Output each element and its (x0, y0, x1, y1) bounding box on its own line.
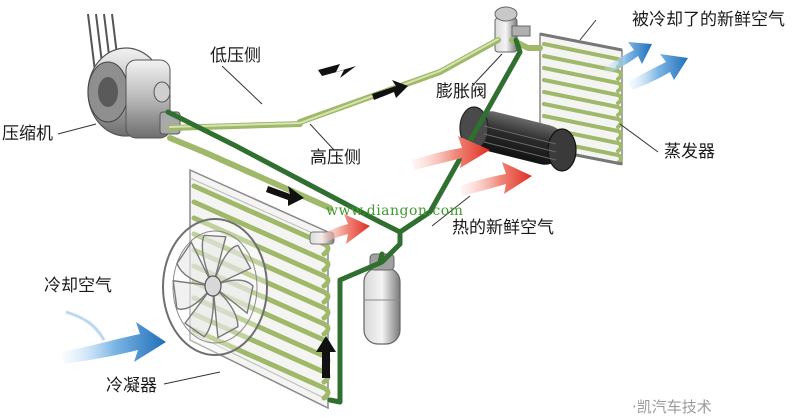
flow-arrow-up (316, 336, 336, 378)
label-evaporator: 蒸发器 (664, 142, 715, 162)
brand-text: ·凯汽车技术 (632, 398, 712, 416)
high-pressure-pipe (165, 37, 523, 405)
evaporator-coil (542, 102, 623, 129)
cooled-air-arrow-2 (628, 54, 688, 90)
label-expansion-valve: 膨胀阀 (436, 82, 487, 102)
condenser-coil (191, 247, 331, 321)
label-hot-fresh-air: 热的新鲜空气 (452, 218, 554, 238)
condenser (162, 168, 335, 410)
label-cooled-fresh-air: 被冷却了的新鲜空气 (632, 10, 785, 30)
label-compressor: 压缩机 (2, 124, 53, 144)
label-high-pressure-side: 高压侧 (310, 148, 361, 168)
flow-arrow-low-pressure (318, 64, 356, 78)
label-condenser: 冷凝器 (106, 376, 157, 396)
hot-air-arrow-2 (460, 162, 532, 196)
condenser-coil (191, 199, 331, 273)
hot-air-arrow-1 (412, 136, 490, 170)
hot-air-arrow-condenser (318, 214, 370, 244)
evaporator-coil (542, 54, 623, 81)
evaporator-coil (542, 126, 623, 153)
low-pressure-pipe-highlight (169, 38, 499, 128)
cooling-air-arrow (62, 310, 166, 364)
condenser-coil (191, 327, 331, 401)
watermark-text: www.diangon.com (326, 203, 464, 219)
evaporator-coil (542, 90, 623, 117)
label-cooling-air: 冷却空气 (44, 276, 112, 296)
evaporator-coil (542, 66, 623, 93)
condenser-coil (191, 263, 331, 337)
flow-arrow-to-condenser (266, 186, 304, 206)
condenser-coil (191, 215, 331, 289)
condenser-fan (162, 218, 268, 356)
flow-arrows (266, 64, 408, 378)
flow-arrow-high-pressure (372, 80, 408, 100)
evaporator-coil (542, 78, 623, 105)
leader-lines (57, 19, 659, 385)
condenser-coil (191, 231, 331, 305)
expansion-valve (494, 6, 531, 53)
compressor (87, 47, 181, 139)
evaporator-coil (542, 114, 623, 141)
cooled-air-arrow-1 (604, 42, 652, 74)
label-low-pressure-side: 低压侧 (210, 46, 261, 66)
